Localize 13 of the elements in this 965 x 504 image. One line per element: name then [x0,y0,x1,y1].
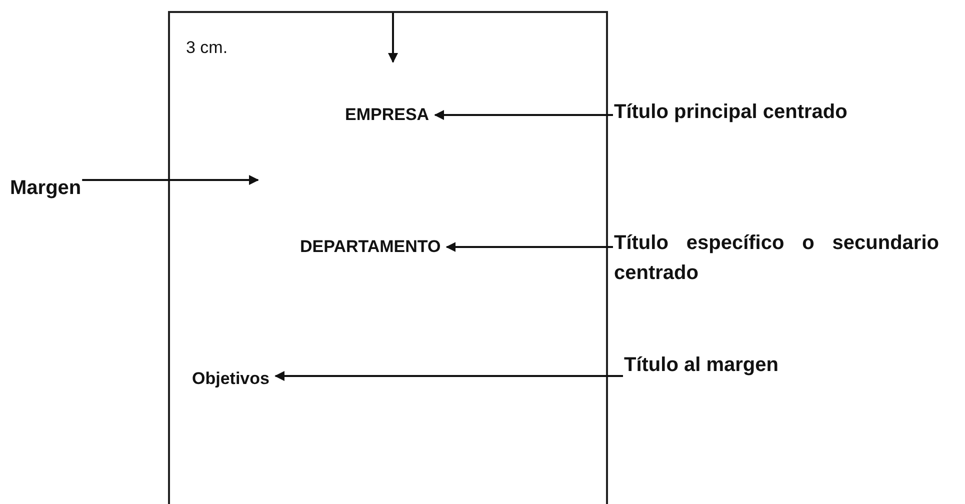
annotation-text: Título principal centrado [614,97,848,127]
page-outline [168,11,608,504]
leader-line [82,175,259,185]
arrow [446,242,613,252]
margin-title: Objetivos [192,369,270,389]
dimension-label: 3 cm. [186,38,228,58]
main-title: EMPRESA [345,105,430,125]
annotation-text: Título al margen [624,350,778,380]
annotation-text: Título específico o secundario centrado [614,228,939,288]
department-title: DEPARTAMENTO [300,237,441,257]
annotation-text: Margen [10,173,82,203]
arrow [434,110,613,120]
arrow [274,371,623,381]
